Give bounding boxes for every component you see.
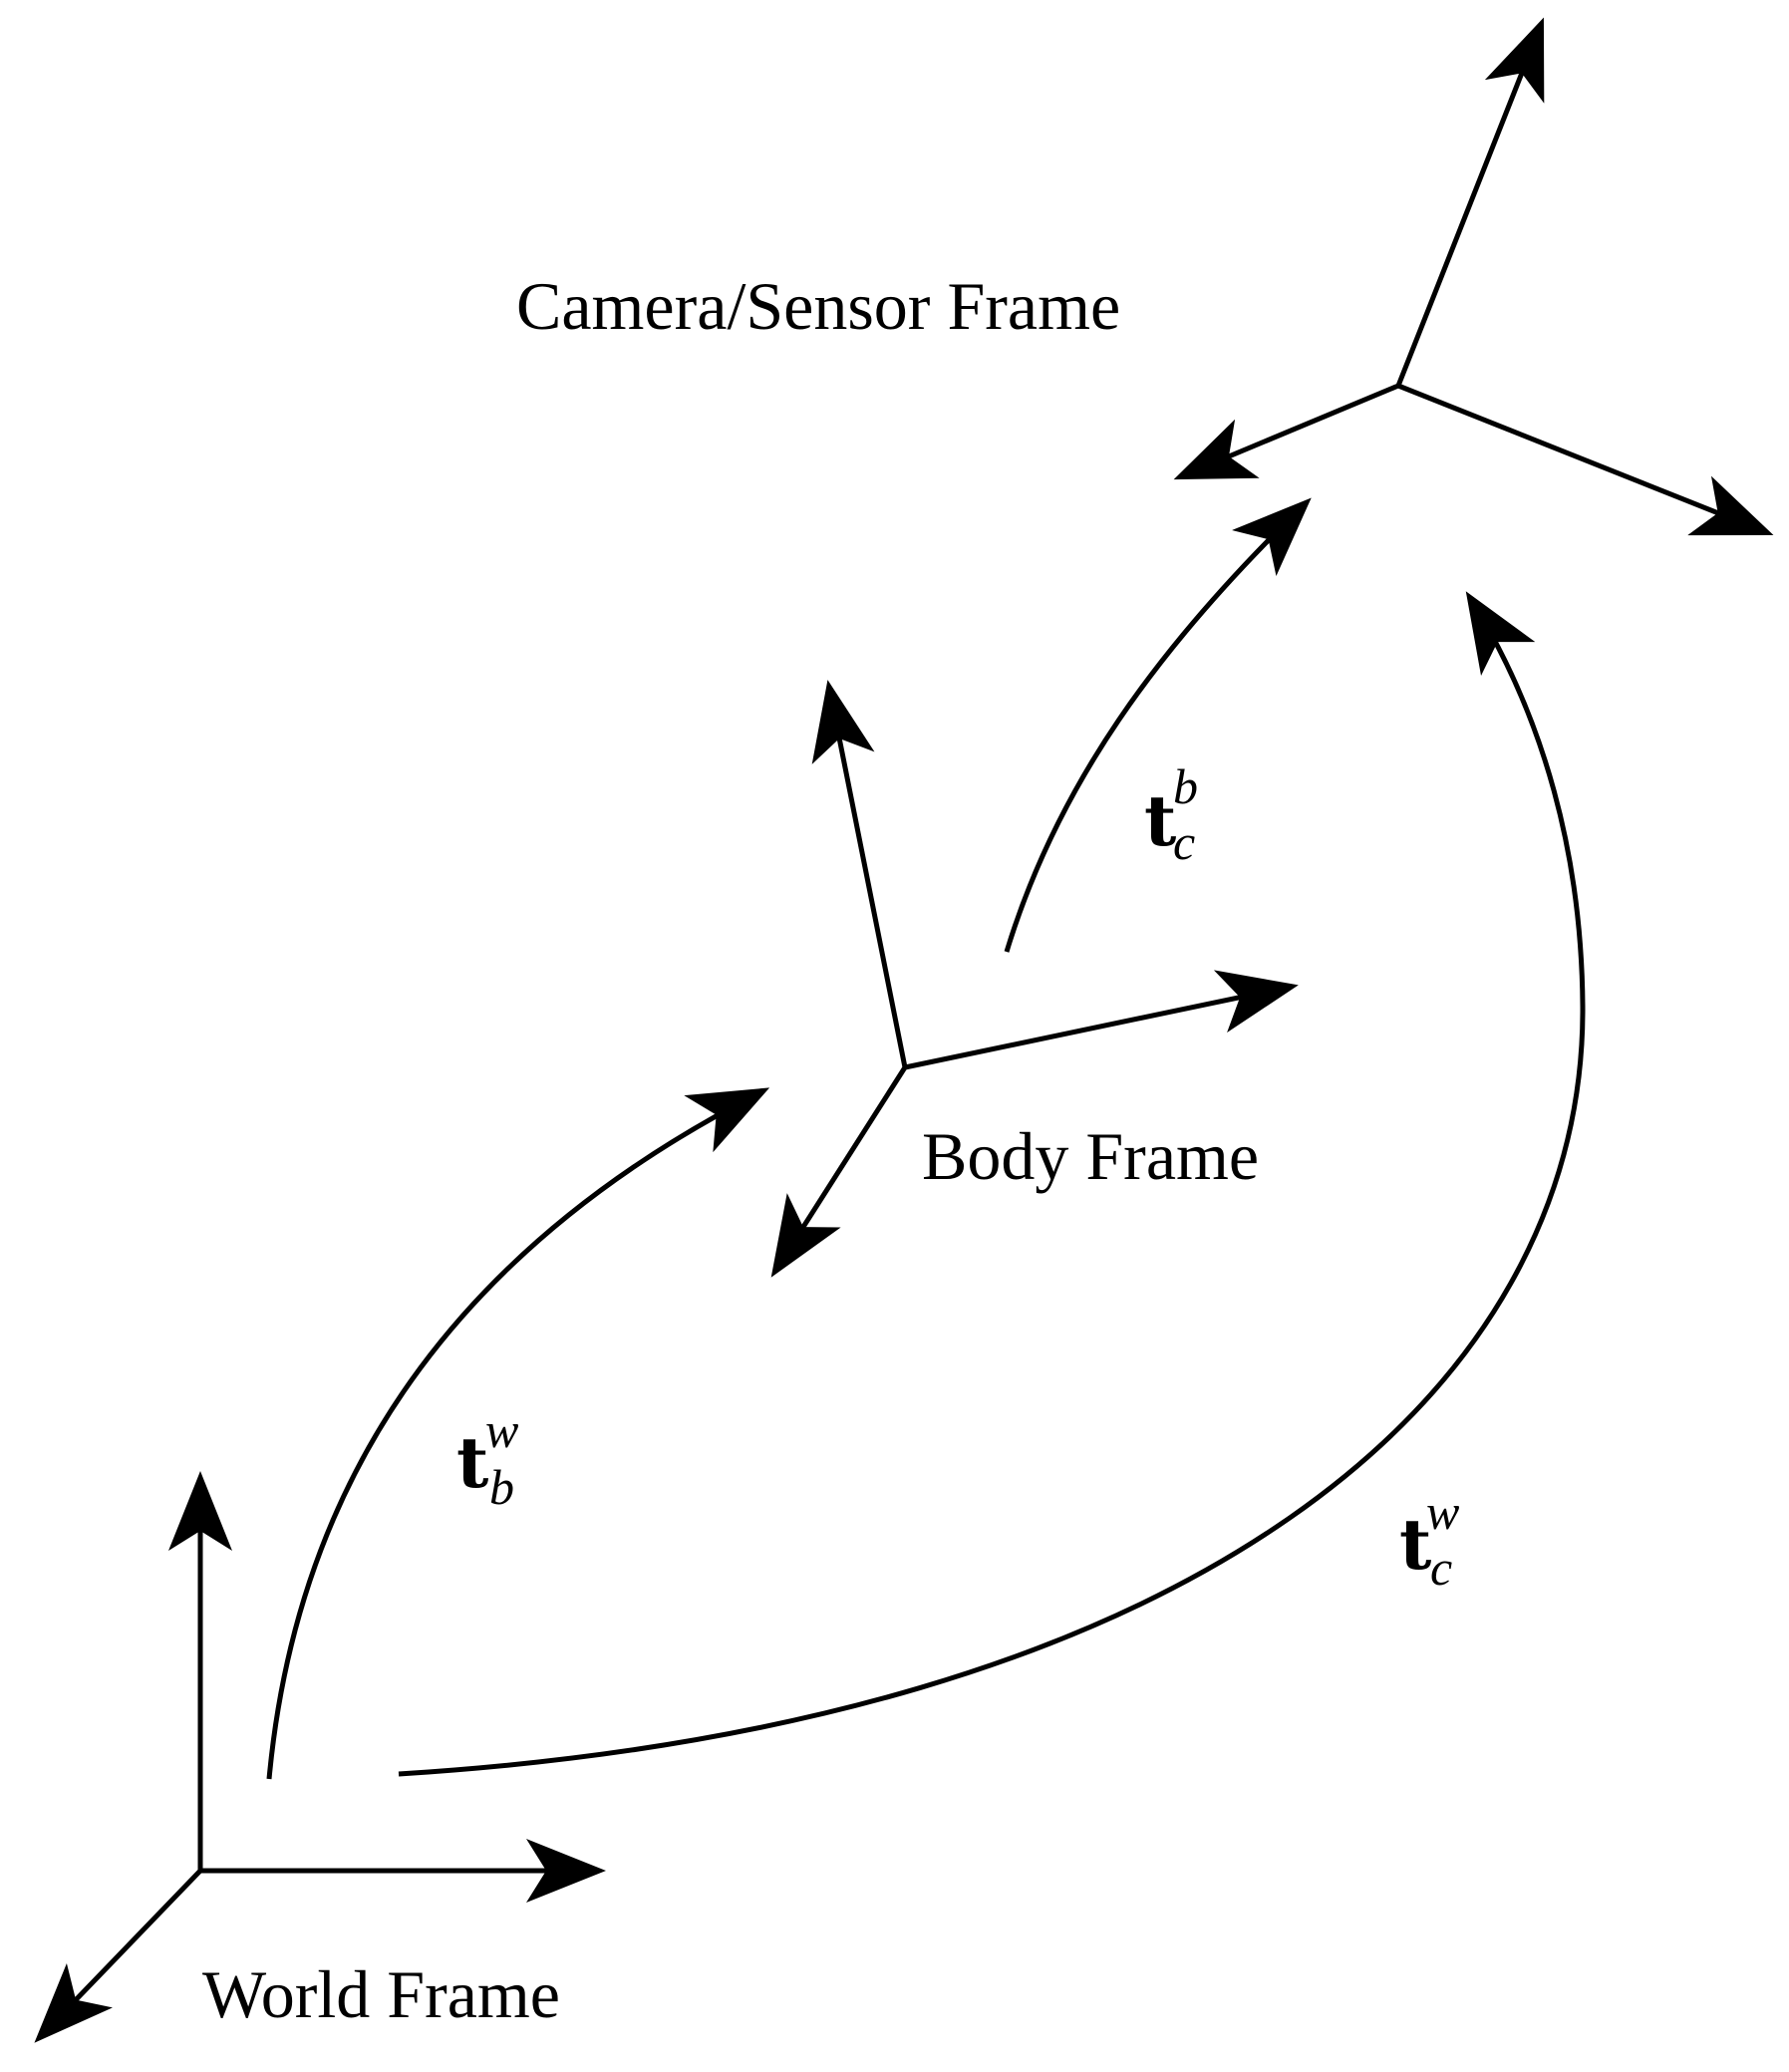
camera-axis-right bbox=[1397, 383, 1774, 536]
body-frame-label: Body Frame bbox=[922, 1118, 1259, 1194]
camera-axis-up bbox=[1395, 17, 1545, 387]
transform-arc-world-to-camera bbox=[398, 591, 1586, 1777]
world-axis-diagonal bbox=[34, 1869, 202, 2043]
transform-subscript: c bbox=[1173, 814, 1195, 870]
transform-arc-body-to-camera bbox=[1004, 497, 1312, 953]
body-axis-diagonal bbox=[770, 1065, 908, 1278]
transform-symbol: t bbox=[456, 1421, 488, 1504]
body-axis-up bbox=[811, 680, 908, 1068]
transform-symbol: t bbox=[1144, 779, 1176, 862]
transform-label-world-to-body: t w b bbox=[456, 1402, 518, 1515]
transform-superscript: w bbox=[1426, 1484, 1459, 1540]
world-frame-axes bbox=[34, 1471, 606, 2043]
camera-frame-label: Camera/Sensor Frame bbox=[516, 268, 1120, 344]
transform-subscript: c bbox=[1430, 1540, 1452, 1596]
transform-arc-world-to-body bbox=[266, 1087, 770, 1780]
transform-symbol: t bbox=[1399, 1503, 1431, 1586]
transform-subscript: b bbox=[489, 1459, 514, 1515]
body-axis-right bbox=[904, 970, 1299, 1070]
world-frame-label: World Frame bbox=[202, 1956, 560, 2032]
transform-label-body-to-camera: t b c bbox=[1144, 758, 1198, 870]
camera-axis-left bbox=[1173, 383, 1399, 480]
body-frame-axes bbox=[770, 680, 1299, 1278]
camera-frame-axes bbox=[1173, 17, 1774, 536]
transform-superscript: w bbox=[485, 1402, 518, 1458]
transform-label-world-to-camera: t w c bbox=[1399, 1484, 1459, 1596]
transform-superscript: b bbox=[1173, 758, 1198, 814]
